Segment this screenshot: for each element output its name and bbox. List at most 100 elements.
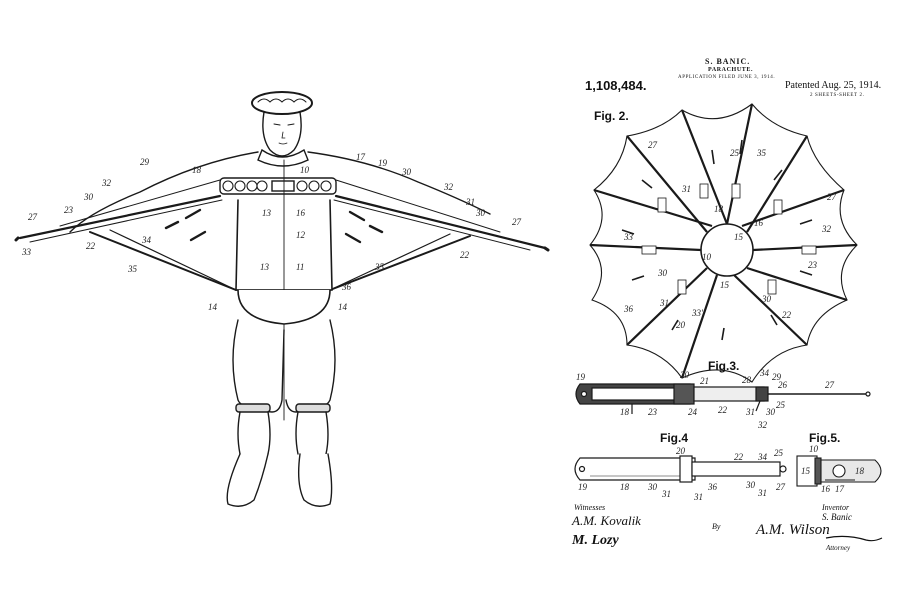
fig2-label: 18: [714, 204, 724, 214]
fig2-label: 27: [648, 140, 658, 150]
fig3-label: 30: [765, 407, 776, 417]
fig1-label: 30: [83, 192, 94, 202]
fig3-label: 32: [757, 420, 768, 430]
sheet-count: 2 SHEETS-SHEET 2.: [810, 93, 865, 98]
fig4-label: 19: [578, 482, 588, 492]
fig5-label: 18: [855, 466, 865, 476]
fig1-label: 29: [140, 157, 150, 167]
fig5-label: 16: [821, 484, 831, 494]
fig4-label: 18: [620, 482, 630, 492]
fig3-label: 29: [772, 372, 782, 382]
fig3-label: 19: [576, 372, 586, 382]
fig2-label: 25: [730, 148, 740, 158]
fig1-parachute-man-drawing: 27 33 22 23 30 32 29 18 10 13 16 12 11 1…: [14, 91, 550, 507]
fig3-title: Fig.3.: [708, 359, 739, 373]
attorney-signature: A.M. Wilson: [756, 522, 830, 538]
fig2-label: 10: [702, 252, 712, 262]
witness-signature-1: A.M. Kovalik: [572, 513, 641, 528]
attorney-signature-flourish: [825, 535, 883, 542]
fig3-label: 25: [776, 400, 786, 410]
fig1-label: 34: [141, 235, 152, 245]
fig2-label: 16: [754, 218, 764, 228]
fig1-label: 27: [28, 212, 38, 222]
attorney-label: Attorney: [826, 544, 851, 552]
patent-title: PARACHUTE.: [708, 67, 754, 73]
fig2-label: 22: [782, 310, 792, 320]
fig3-label: 24: [688, 407, 698, 417]
fig1-label: 33: [21, 247, 32, 257]
fig5-clamp-detail: Fig.5. 10 15 18 16 17: [796, 431, 882, 494]
fig1-label: 30: [401, 167, 412, 177]
fig1-label: 27: [512, 217, 522, 227]
fig3-label: 34: [759, 368, 770, 378]
fig4-label: 34: [757, 452, 768, 462]
fig3-rod-section: Fig.3. 19 20 21 28 34 29 26 27 18 23 24 …: [575, 359, 871, 430]
by-label: By: [712, 522, 721, 531]
fig2-label: 30: [761, 294, 772, 304]
fig1-label: 35: [127, 264, 138, 274]
witnesses-label: Witnesses: [574, 503, 606, 512]
patent-number: 1,108,484.: [585, 78, 647, 93]
fig3-label: 28: [742, 375, 752, 385]
fig1-label: 16: [296, 208, 306, 218]
fig2-label: 23: [808, 260, 818, 270]
fig2-label: 35: [756, 148, 767, 158]
fig4-label: 22: [734, 452, 744, 462]
fig2-label: 15: [720, 280, 730, 290]
fig4-label: 30: [745, 480, 756, 490]
fig1-label: 18: [192, 165, 202, 175]
fig4-label: 31: [757, 488, 767, 498]
fig1-label: 32: [101, 178, 112, 188]
fig5-label: 15: [801, 466, 811, 476]
inventor-label: Inventor: [822, 503, 850, 512]
fig2-parachute-top-view: Fig. 2. 27 25 35 27 31 18 16 15 10 33 32…: [589, 103, 858, 383]
fig1-label: 22: [86, 241, 96, 251]
fig2-label: 33: [623, 232, 634, 242]
fig1-label: 12: [296, 230, 306, 240]
fig5-label: 17: [835, 484, 845, 494]
inventor-header: S. BANIC.: [705, 57, 751, 66]
fig5-label: 10: [809, 444, 819, 454]
fig4-label: 30: [647, 482, 658, 492]
fig4-label: 31: [661, 489, 671, 499]
fig2-label: 27: [827, 192, 837, 202]
fig4-label: 27: [776, 482, 786, 492]
fig1-label: 31: [465, 197, 475, 207]
fig1-label: 32: [443, 182, 454, 192]
fig2-label: 36: [623, 304, 634, 314]
fig1-label: 13: [260, 262, 270, 272]
fig1-label: 13: [262, 208, 272, 218]
fig3-label: 26: [778, 380, 788, 390]
fig1-label: 14: [338, 302, 348, 312]
fig2-title: Fig. 2.: [594, 109, 629, 123]
fig2-label: 31: [659, 298, 669, 308]
fig1-label: 30: [475, 208, 486, 218]
fig1-label: 19: [378, 158, 388, 168]
fig4-label: 20: [676, 446, 686, 456]
fig4-label: 31: [693, 492, 703, 502]
fig4-title: Fig.4: [660, 431, 688, 445]
fig2-label: 15: [734, 232, 744, 242]
fig4-label: 36: [707, 482, 718, 492]
fig4-label: 25: [774, 448, 784, 458]
fig2-label: 32: [821, 224, 832, 234]
fig3-label: 21: [700, 376, 709, 386]
fig1-label: 14: [208, 302, 218, 312]
fig2-label: 33': [691, 308, 704, 318]
fig1-label: 10: [300, 165, 310, 175]
fig3-label: 20: [680, 370, 690, 380]
fig2-label: 31: [681, 184, 691, 194]
fig3-label: 18: [620, 407, 630, 417]
fig1-label: 17: [356, 152, 366, 162]
patented-date: Patented Aug. 25, 1914.: [785, 80, 882, 91]
application-filed: APPLICATION FILED JUNE 3, 1914.: [678, 75, 776, 80]
fig1-label: 22: [460, 250, 470, 260]
fig1-label: 35: [374, 262, 385, 272]
fig1-label: 23: [64, 205, 74, 215]
fig3-label: 22: [718, 405, 728, 415]
inventor-name: S. Banic: [822, 512, 852, 522]
fig5-title: Fig.5.: [809, 431, 840, 445]
fig2-label: 30: [657, 268, 668, 278]
fig3-label: 27: [825, 380, 835, 390]
witness-signature-2: M. Lozy: [572, 533, 619, 548]
